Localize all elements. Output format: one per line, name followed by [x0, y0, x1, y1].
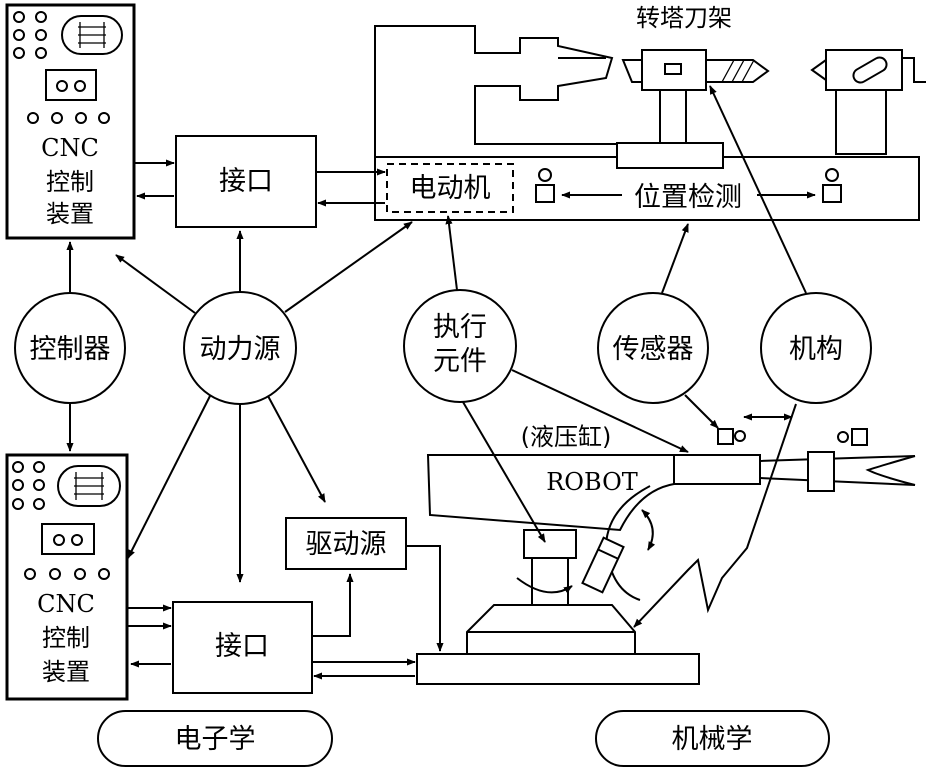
- actuator-label-1: 执行: [433, 312, 487, 343]
- interface-box-top: 接口: [175, 135, 317, 228]
- position-detect-label: 位置检测: [634, 182, 742, 213]
- bottom-cnc-tape-icon: [41, 523, 95, 555]
- power-circle: 动力源: [183, 291, 297, 405]
- interface-top-label: 接口: [219, 166, 273, 197]
- top-cnc-device: CNC 控制 装置: [5, 3, 136, 240]
- mechanics-pill: 机械学: [595, 710, 830, 767]
- robot-forearm: [759, 455, 916, 486]
- robot-label: ROBOT: [546, 468, 638, 496]
- power-label: 动力源: [200, 334, 281, 365]
- controller-label: 控制器: [30, 334, 111, 365]
- bottom-cnc-line-2: 控制: [42, 624, 90, 652]
- motor-label: 电动机: [410, 173, 491, 204]
- turret-title: 转塔刀架: [636, 4, 732, 32]
- interface-box-bottom: 接口: [172, 601, 313, 694]
- position-sensor-left-icon: [538, 168, 552, 182]
- headstock: [374, 25, 618, 158]
- bottom-cnc-frame: [5, 453, 129, 701]
- tool-left: [621, 59, 643, 83]
- position-detect: 位置检测: [535, 168, 842, 213]
- robot: ROBOT (液压缸): [416, 413, 916, 685]
- interface-bottom-label: 接口: [215, 631, 269, 662]
- tool-right: [705, 59, 770, 83]
- robot-column: [531, 557, 569, 606]
- robot-wrist: [807, 451, 835, 492]
- drive-source-label: 驱动源: [306, 529, 387, 560]
- mechanism-circle: 机构: [760, 292, 872, 404]
- bottom-cnc-knobs: [12, 461, 45, 510]
- top-cnc-line-1: CNC: [41, 134, 99, 162]
- top-cnc-line-2: 控制: [46, 168, 94, 196]
- electronics-label: 电子学: [175, 724, 256, 755]
- top-cnc-dials: [27, 112, 110, 124]
- robot-pedestal: [466, 604, 636, 655]
- tailstock-handwheel: [902, 57, 926, 83]
- bottom-cnc-line-3: 装置: [42, 658, 90, 686]
- sensor-circle: 传感器: [597, 292, 709, 404]
- tailstock-base: [835, 89, 887, 155]
- top-cnc-screen-icon: [61, 15, 123, 55]
- robot-arm-section: [673, 454, 761, 485]
- robot-sensor-icons: [717, 428, 868, 446]
- hydraulic-cylinder-icon: [581, 536, 625, 594]
- tool-right-hatch: [721, 59, 755, 83]
- drive-source-box: 驱动源: [285, 517, 407, 570]
- motor-box: 电动机: [386, 163, 514, 213]
- position-sensor-right-icon: [825, 168, 839, 182]
- arm-swing-arrow: [641, 509, 656, 551]
- carriage: [616, 142, 724, 169]
- bottom-cnc-device: CNC 控制 装置: [5, 453, 129, 701]
- top-cnc-frame: [5, 3, 136, 240]
- top-cnc-line-3: 装置: [46, 200, 94, 228]
- connectors: [66, 85, 807, 680]
- mechanism-label: 机构: [789, 334, 843, 365]
- bottom-cnc-line-1: CNC: [37, 590, 95, 618]
- robot-gripper: [865, 455, 916, 486]
- hydraulic-label: (液压缸): [521, 423, 612, 451]
- robot-base-plate: [416, 653, 700, 685]
- actuator-label-2: 元件: [433, 346, 487, 377]
- controller-circle: 控制器: [14, 292, 126, 404]
- turret-post: [659, 89, 687, 144]
- sensor-label: 传感器: [613, 334, 694, 365]
- electronics-pill: 电子学: [97, 710, 333, 767]
- tailstock-center: [810, 59, 827, 81]
- bottom-cnc-dials: [24, 568, 110, 580]
- bottom-cnc-screen-icon: [57, 465, 121, 507]
- mechanics-label: 机械学: [672, 724, 753, 755]
- robot-rotation-arrow: [516, 577, 573, 594]
- robot-column-top: [523, 529, 577, 559]
- top-cnc-tape-icon: [45, 69, 97, 101]
- actuator-circle: 执行 元件: [403, 289, 517, 403]
- top-cnc-knobs: [13, 11, 47, 59]
- tailstock-head: [825, 49, 903, 91]
- turret-head: [641, 49, 707, 91]
